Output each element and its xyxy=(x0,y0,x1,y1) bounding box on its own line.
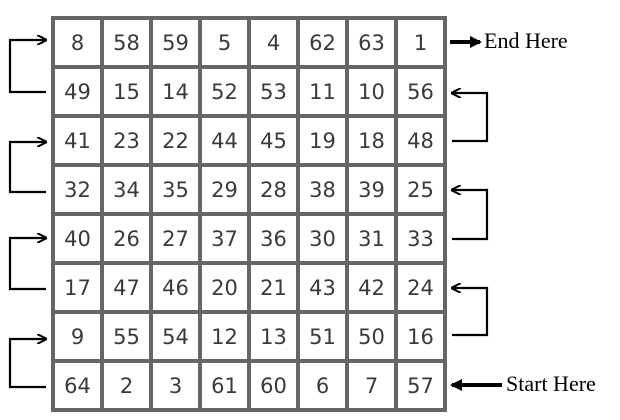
grid-cell: 23 xyxy=(104,118,149,163)
grid-cell: 55 xyxy=(104,314,149,359)
grid-cell: 6 xyxy=(300,363,345,408)
grid-cell: 42 xyxy=(349,265,394,310)
grid-cell: 53 xyxy=(251,69,296,114)
grid-cell: 33 xyxy=(398,216,443,261)
grid-cell: 48 xyxy=(398,118,443,163)
right-connector-arrow-row6-to-row5 xyxy=(452,190,489,241)
grid-cell: 54 xyxy=(153,314,198,359)
grid-cell: 57 xyxy=(398,363,443,408)
grid-cell: 18 xyxy=(349,118,394,163)
grid-cell: 47 xyxy=(104,265,149,310)
grid-cell: 30 xyxy=(300,216,345,261)
grid-cell: 45 xyxy=(251,118,296,163)
grid-cell: 22 xyxy=(153,118,198,163)
grid-cell: 28 xyxy=(251,167,296,212)
grid-cell: 24 xyxy=(398,265,443,310)
grid-cell: 19 xyxy=(300,118,345,163)
grid-cell: 32 xyxy=(55,167,100,212)
grid-cell: 1 xyxy=(398,20,443,65)
grid-cell: 14 xyxy=(153,69,198,114)
left-connector-arrow-row2-to-row1 xyxy=(8,40,46,94)
grid-cell: 34 xyxy=(104,167,149,212)
grid-cell: 7 xyxy=(349,363,394,408)
grid-cell: 26 xyxy=(104,216,149,261)
grid-cell: 9 xyxy=(55,314,100,359)
grid-cell: 20 xyxy=(202,265,247,310)
grid-cell: 41 xyxy=(55,118,100,163)
grid-cell: 62 xyxy=(300,20,345,65)
start-here-label: Start Here xyxy=(506,371,596,396)
left-connector-arrow-row6-to-row5 xyxy=(8,238,46,291)
grid-cell: 29 xyxy=(202,167,247,212)
grid-cell: 46 xyxy=(153,265,198,310)
grid-cell: 37 xyxy=(202,216,247,261)
grid-cell: 50 xyxy=(349,314,394,359)
right-connector-arrow-row8-to-row7 xyxy=(452,288,489,337)
grid-cell: 63 xyxy=(349,20,394,65)
grid-cell: 4 xyxy=(251,20,296,65)
grid-cell: 56 xyxy=(398,69,443,114)
grid-cell: 61 xyxy=(202,363,247,408)
grid-cell: 16 xyxy=(398,314,443,359)
grid-cell: 3 xyxy=(153,363,198,408)
grid-cell: 58 xyxy=(104,20,149,65)
right-connector-arrow-row4-to-row3 xyxy=(452,93,489,143)
grid-cell: 64 xyxy=(55,363,100,408)
grid-cell: 8 xyxy=(55,20,100,65)
grid-cell: 21 xyxy=(251,265,296,310)
grid-cell: 15 xyxy=(104,69,149,114)
grid-cell: 52 xyxy=(202,69,247,114)
grid-cell: 44 xyxy=(202,118,247,163)
grid-cell: 36 xyxy=(251,216,296,261)
grid-cell: 13 xyxy=(251,314,296,359)
grid-cell: 38 xyxy=(300,167,345,212)
grid-cell: 35 xyxy=(153,167,198,212)
grid-cell: 51 xyxy=(300,314,345,359)
grid-cell: 49 xyxy=(55,69,100,114)
left-connector-arrow-row8-to-row7 xyxy=(8,339,46,389)
grid-cell: 12 xyxy=(202,314,247,359)
grid-cell: 31 xyxy=(349,216,394,261)
grid-cell: 40 xyxy=(55,216,100,261)
grid-cell: 60 xyxy=(251,363,296,408)
grid-cell: 59 xyxy=(153,20,198,65)
grid-cell: 39 xyxy=(349,167,394,212)
grid-cell: 10 xyxy=(349,69,394,114)
grid-cell: 43 xyxy=(300,265,345,310)
grid-cell: 5 xyxy=(202,20,247,65)
grid-cell: 27 xyxy=(153,216,198,261)
end-here-label: End Here xyxy=(484,28,568,53)
grid-cell: 2 xyxy=(104,363,149,408)
grid-cell: 11 xyxy=(300,69,345,114)
grid-cell: 25 xyxy=(398,167,443,212)
grid-cell: 17 xyxy=(55,265,100,310)
left-connector-arrow-row4-to-row3 xyxy=(8,142,46,194)
